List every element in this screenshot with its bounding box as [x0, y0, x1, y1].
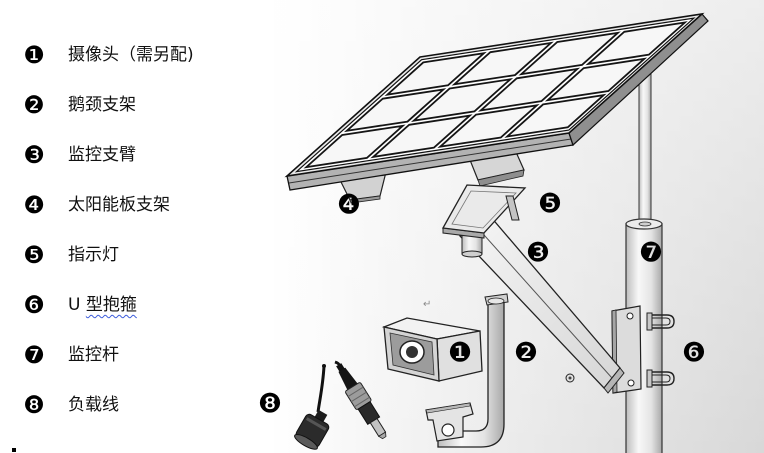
callout-solar-bracket: ❹ — [336, 189, 362, 221]
legend-number-badge: ❸ — [23, 141, 45, 169]
panel-inner-border — [294, 17, 696, 173]
legend-label: 监控杆 — [68, 345, 119, 365]
legend-item-indicator-light: ❺ 指示灯 — [20, 243, 119, 267]
solar-cell — [303, 124, 406, 169]
panel-thickness-line — [288, 138, 572, 184]
legend-number-badge: ❶ — [23, 41, 45, 69]
legend-number-badge: ❷ — [23, 91, 45, 119]
legend-number-badge: ❼ — [23, 341, 45, 369]
solar-cell — [544, 57, 648, 102]
camera — [381, 317, 483, 382]
legend-label: 指示灯 — [68, 245, 119, 265]
callout-indicator-light: ❺ — [537, 188, 563, 220]
solar-cell — [370, 114, 473, 159]
callout-camera-arm: ❸ — [525, 237, 551, 269]
load-cable — [294, 360, 387, 450]
legend-item-load-cable: ❽ 负载线 — [20, 393, 119, 417]
legend-label: 负载线 — [68, 395, 119, 415]
legend-item-pole: ❼ 监控杆 — [20, 343, 119, 367]
legend-item-camera: ❶ 摄像头（需另配) — [20, 41, 194, 69]
solar-cell — [343, 88, 447, 133]
legend-label-plain: U — [68, 295, 86, 315]
legend-item-u-clamp: ❻ U 型抱箍 — [20, 293, 137, 317]
solar-cell — [451, 41, 554, 86]
legend-number-badge: ❽ — [23, 391, 45, 419]
spellcheck-underlined-text: 型抱箍 — [85, 295, 137, 315]
u-clamp — [646, 312, 675, 388]
solar-cell — [477, 67, 581, 112]
legend-item-solar-bracket: ❹ 太阳能板支架 — [20, 193, 170, 217]
callout-u-clamp: ❻ — [681, 337, 707, 369]
callout-pole: ❼ — [638, 237, 664, 269]
legend-label: 鹅颈支架 — [68, 95, 136, 115]
solar-cell — [437, 103, 540, 149]
legend-label: 太阳能板支架 — [68, 195, 170, 215]
solar-cells — [303, 21, 688, 169]
legend-item-gooseneck: ❷ 鹅颈支架 — [20, 93, 136, 117]
corner-dot — [12, 448, 16, 452]
solar-cell — [410, 77, 514, 122]
solar-cell — [384, 51, 487, 96]
legend-number-badge: ❺ — [23, 241, 45, 269]
legend-number-badge: ❻ — [23, 291, 45, 319]
legend-item-camera-arm: ❸ 监控支臂 — [20, 143, 136, 167]
male-connector — [336, 363, 387, 440]
legend-label: 摄像头（需另配) — [68, 45, 194, 65]
female-connector — [294, 409, 330, 450]
callout-load-cable: ❽ — [257, 388, 283, 420]
paragraph-mark: ↵ — [423, 299, 432, 310]
solar-cell — [518, 31, 621, 76]
legend-label: 监控支臂 — [68, 145, 136, 165]
solar-cell — [504, 93, 607, 138]
solar-cell — [585, 21, 688, 66]
callout-camera: ❶ — [447, 337, 473, 369]
solar-panel — [284, 12, 709, 191]
indicator-light-slot — [505, 195, 520, 221]
legend-number-badge: ❹ — [23, 191, 45, 219]
arm-flange-plate — [441, 184, 527, 239]
callout-gooseneck: ❷ — [513, 337, 539, 369]
legend-label: U 型抱箍 — [68, 293, 137, 317]
gooseneck-base-clamp — [425, 402, 474, 442]
panel-support-rod — [638, 61, 652, 227]
